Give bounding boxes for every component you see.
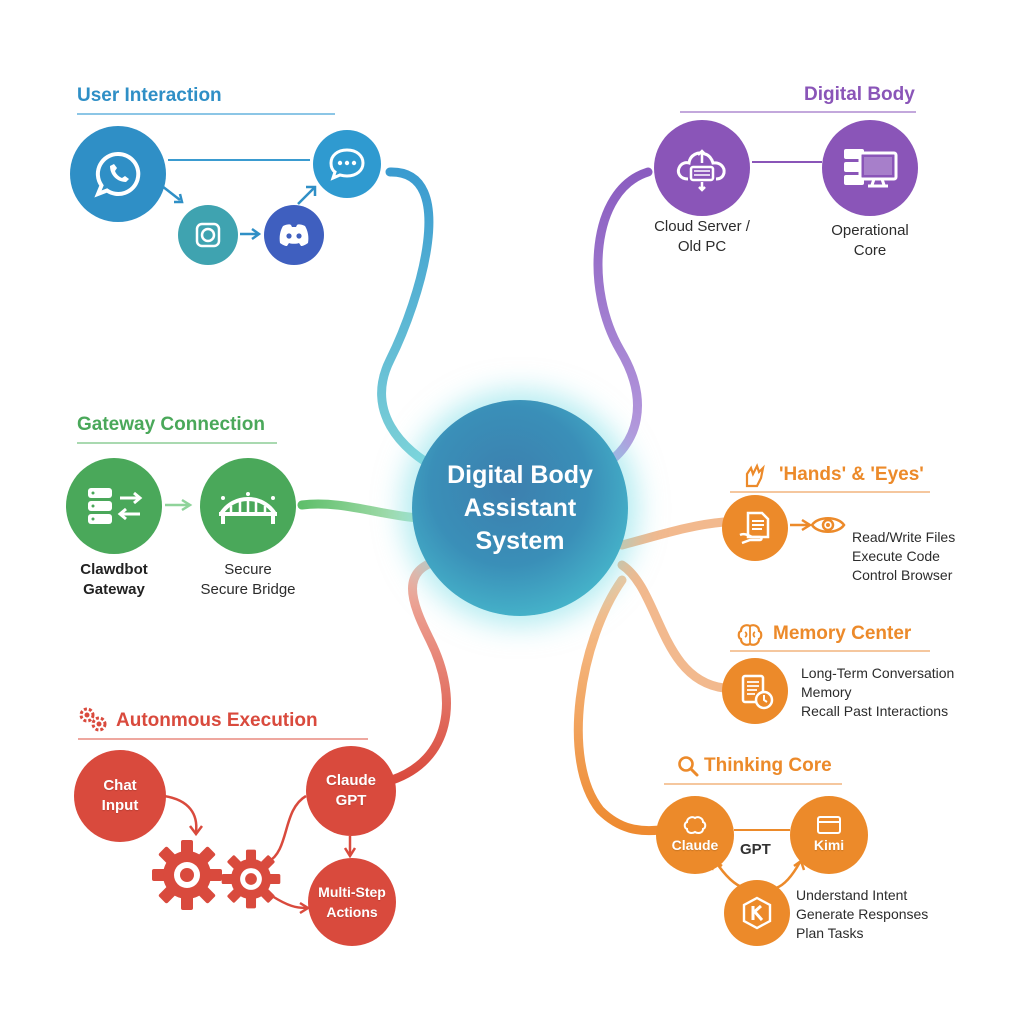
thinking-core-rule	[664, 783, 842, 785]
link-digital-body	[593, 167, 653, 473]
execution-title: Autonmous Execution	[116, 710, 318, 731]
hands-eyes-item: Control Browser	[852, 567, 953, 583]
app-icon[interactable]	[178, 205, 238, 265]
window-icon	[817, 816, 841, 834]
magnifier-icon	[676, 754, 700, 783]
link-thinking	[573, 575, 665, 836]
gear-icon-small	[220, 848, 282, 915]
thinking-item: Plan Tasks	[796, 925, 864, 941]
link-user-interaction	[377, 167, 445, 475]
gpt-label: GPT	[740, 841, 771, 858]
hand-icon	[741, 462, 769, 493]
user-interaction-title: User Interaction	[77, 85, 222, 106]
memory-item: Long-Term Conversation	[801, 665, 955, 681]
secure-bridge-icon[interactable]	[200, 458, 296, 554]
hands-eyes-rule	[730, 491, 930, 493]
gateway-server-icon[interactable]	[66, 458, 162, 554]
thinking-item: Generate Responses	[796, 906, 929, 922]
gear-icon-large	[150, 838, 224, 917]
operational-core-icon[interactable]	[822, 120, 918, 216]
digital-body-rule	[680, 111, 916, 113]
gateway-rule	[77, 442, 277, 444]
chat-bubble-icon[interactable]	[313, 130, 381, 198]
memory-item: Memory	[801, 684, 852, 700]
thinking-item: Understand Intent	[796, 887, 908, 903]
hands-eyes-list: Read/Write Files Execute Code Control Br…	[852, 528, 955, 585]
whatsapp-icon[interactable]	[70, 126, 166, 222]
central-hub[interactable]: Digital Body Assistant System	[412, 400, 628, 616]
brain-icon	[736, 622, 764, 653]
gears-icon	[76, 704, 110, 739]
execution-rule	[78, 738, 368, 740]
user-interaction-rule	[77, 113, 335, 115]
link-memory	[617, 560, 729, 693]
hands-eyes-item: Read/Write Files	[852, 529, 956, 545]
operational-core-label: Operational Core	[831, 222, 909, 259]
link-execution	[387, 555, 451, 785]
file-hand-icon[interactable]	[722, 495, 788, 561]
memory-center-title: Memory Center	[773, 623, 912, 644]
link-gateway	[297, 499, 423, 523]
kimi-model-node[interactable]: Kimi	[790, 796, 868, 874]
link-hands-eyes	[617, 517, 729, 550]
hands-eyes-item: Execute Code	[852, 548, 940, 564]
memory-item: Recall Past Interactions	[801, 703, 949, 719]
memory-center-rule	[730, 650, 930, 652]
secure-bridge-label: Secure Secure Bridge	[200, 561, 296, 598]
cloud-server-icon[interactable]	[654, 120, 750, 216]
gateway-title: Gateway Connection	[77, 414, 265, 435]
digital-body-title: Digital Body	[804, 84, 915, 105]
cloud-server-label: Cloud Server / Old PC	[654, 218, 750, 255]
claude-model-node[interactable]: Claude	[656, 796, 734, 874]
thinking-core-title: Thinking Core	[704, 755, 832, 776]
memory-list: Long-Term Conversation Memory Recall Pas…	[801, 664, 954, 721]
clawdbot-gateway-label: Clawdbot Gateway	[80, 561, 148, 598]
discord-icon[interactable]	[264, 205, 324, 265]
thinking-list: Understand Intent Generate Responses Pla…	[796, 886, 928, 943]
eye-icon	[810, 512, 846, 543]
brain-icon	[683, 816, 707, 834]
memory-scroll-icon[interactable]	[722, 658, 788, 724]
kimi-k-icon[interactable]	[724, 880, 790, 946]
hands-eyes-title: 'Hands' & 'Eyes'	[779, 464, 924, 485]
hub-title: Digital Body Assistant System	[447, 460, 593, 555]
